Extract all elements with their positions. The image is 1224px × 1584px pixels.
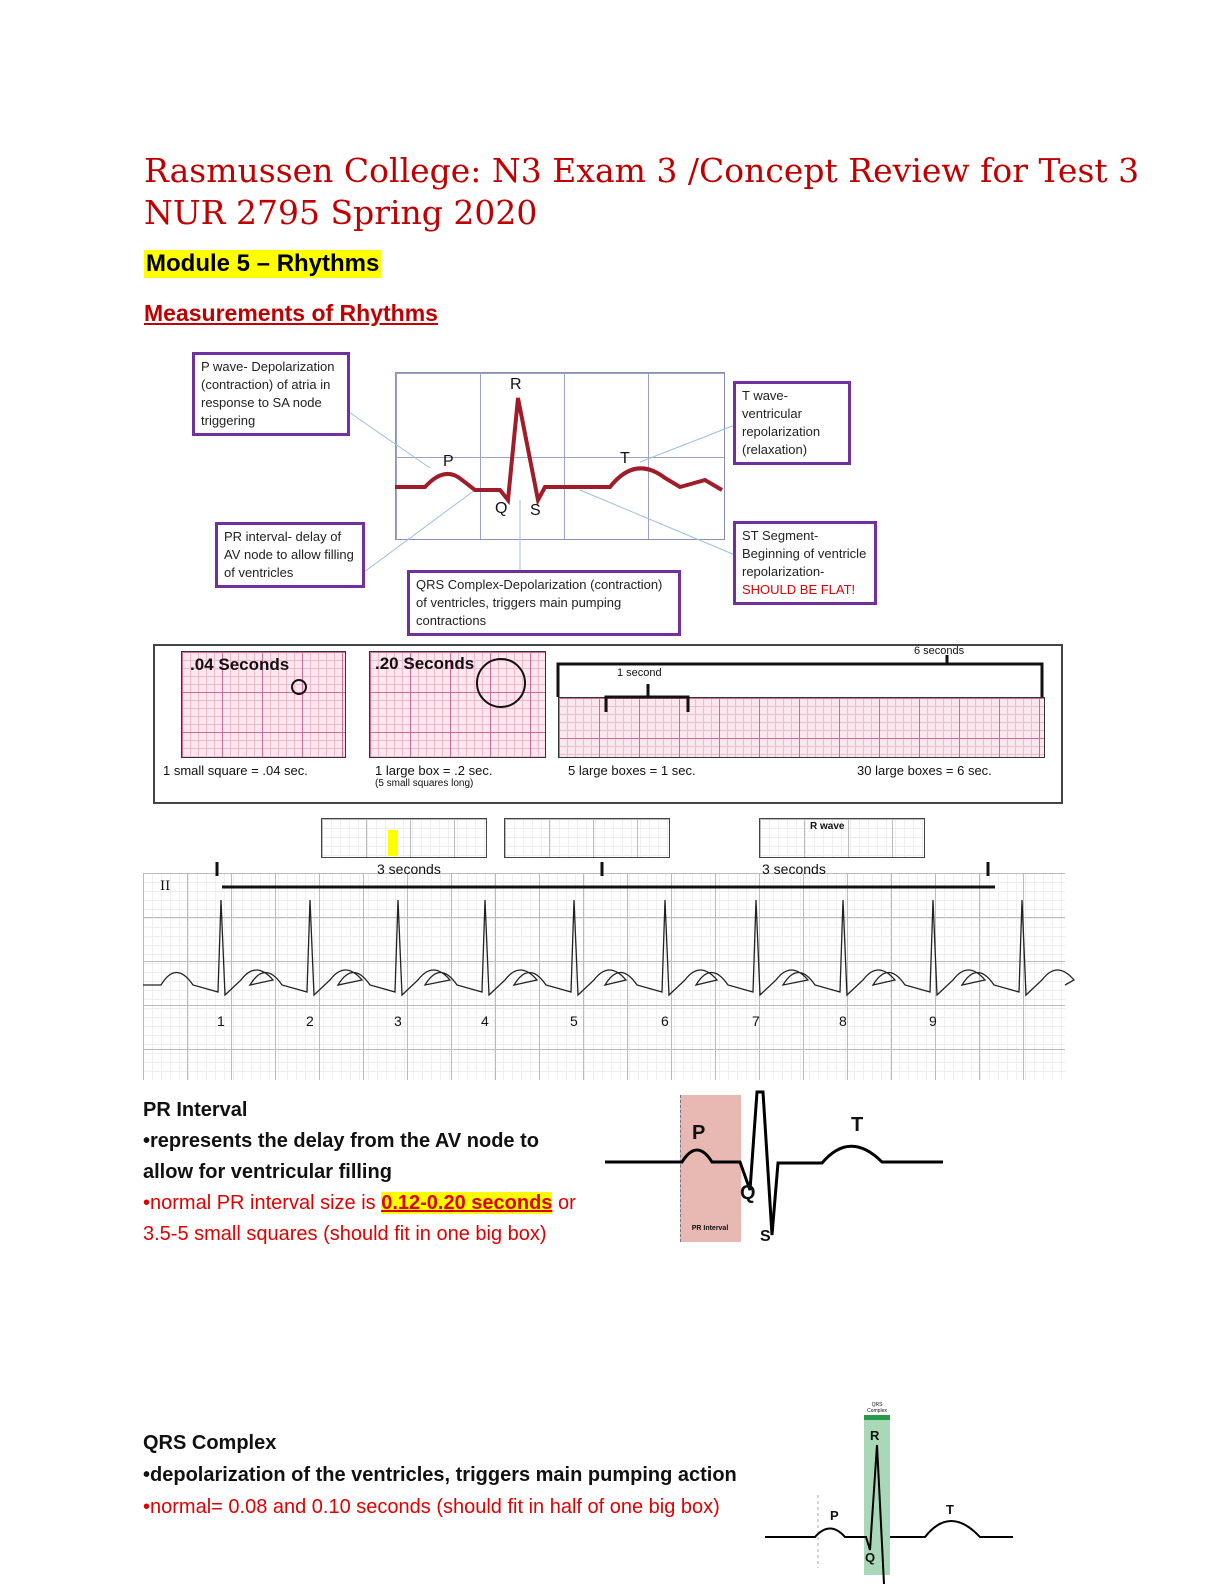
module-heading: Module 5 – Rhythms (144, 250, 382, 278)
q-label: Q (495, 500, 508, 517)
qrs-bullet-1-text: depolarization of the ventricles, trigge… (150, 1464, 737, 1486)
beat-number: 3 (394, 1013, 402, 1029)
p-wave-box: P wave- Depolarization (contraction) of … (192, 352, 350, 436)
pr-fig-s: S (760, 1228, 771, 1242)
beat-number: 7 (752, 1013, 760, 1029)
strip-inset-2 (504, 818, 670, 858)
beat-number: 6 (661, 1013, 669, 1029)
pr-fig-p: P (692, 1122, 706, 1144)
beat-number: 8 (839, 1013, 847, 1029)
st-warning: SHOULD BE FLAT! (742, 582, 856, 597)
qrs-fig-t: T (946, 1502, 954, 1517)
pr-interval-fig-label: PR Interval (691, 1225, 729, 1232)
pr-bullet-2-pre: normal PR interval size is (150, 1192, 382, 1214)
six-seconds-label: 6 seconds (914, 645, 965, 657)
pr-interval-box: PR interval- delay of AV node to allow f… (215, 522, 365, 588)
pr-fig-t: T (851, 1114, 864, 1136)
t-label: T (620, 450, 630, 467)
panel-6sec (558, 697, 1045, 758)
pr-bullet-1-text: represents the delay from the AV node to… (143, 1130, 539, 1183)
caption-3: 5 large boxes = 1 sec. (568, 763, 696, 778)
qrs-fig-p: P (830, 1508, 839, 1523)
pr-heading: PR Interval (143, 1099, 248, 1121)
qrs-fig-r: R (870, 1428, 880, 1443)
caption-4: 30 large boxes = 6 sec. (857, 763, 992, 778)
pr-bullet-2-post: or (552, 1192, 576, 1214)
qrs-bullet-1: •depolarization of the ventricles, trigg… (143, 1464, 737, 1486)
s-label: S (530, 502, 541, 519)
one-second-label: 1 second (617, 667, 662, 679)
beat-number: 1 (217, 1013, 225, 1029)
r-wave-label: R wave (810, 821, 845, 832)
pr-fig-q: Q (740, 1182, 756, 1204)
strip-inset-3 (759, 818, 925, 858)
three-seconds-b: 3 seconds (762, 861, 826, 877)
qrs-bullet-2: •normal= 0.08 and 0.10 seconds (should f… (143, 1496, 720, 1518)
measurement-figure (153, 644, 1063, 804)
p-label: P (443, 453, 454, 470)
beat-number: 9 (929, 1013, 937, 1029)
pr-bullet-2-line2: 3.5-5 small squares (should fit in one b… (143, 1223, 547, 1245)
qrs-section: QRS Complex •depolarization of the ventr… (143, 1427, 763, 1523)
panel1-title: .04 Seconds (190, 655, 290, 674)
st-text: ST Segment- Beginning of ventricle repol… (742, 528, 867, 579)
lead-label: II (160, 879, 171, 894)
highlight-mark (388, 830, 398, 856)
pr-normal-range: 0.12-0.20 seconds (381, 1192, 553, 1214)
caption-2-sub: (5 small squares long) (375, 778, 474, 789)
pr-section: PR Interval •represents the delay from t… (143, 1095, 583, 1250)
section-heading: Measurements of Rhythms (144, 300, 438, 326)
panel-04 (181, 651, 346, 758)
qrs-heading: QRS Complex (143, 1432, 277, 1454)
qrs-fig-label: QRS Complex (867, 1402, 887, 1414)
pr-bullet-2: •normal PR interval size is 0.12-0.20 se… (143, 1192, 576, 1214)
caption-1: 1 small square = .04 sec. (163, 763, 308, 778)
caption-2: 1 large box = .2 sec. (375, 763, 493, 778)
three-seconds-a: 3 seconds (377, 861, 441, 877)
st-segment-box: ST Segment- Beginning of ventricle repol… (733, 521, 877, 605)
r-label: R (510, 376, 522, 393)
panel2-title: .20 Seconds (375, 654, 475, 673)
strip-inset-1 (321, 818, 487, 858)
rhythm-strip (143, 873, 1065, 1080)
beat-number: 4 (481, 1013, 489, 1029)
pr-interval-shade (680, 1095, 741, 1242)
qrs-fig-q: Q (865, 1550, 876, 1565)
beat-number: 5 (570, 1013, 578, 1029)
qrs-box: QRS Complex-Depolarization (contraction)… (407, 570, 681, 636)
qrs-bullet-2-text: normal= 0.08 and 0.10 seconds (should fi… (150, 1496, 720, 1518)
page-title: Rasmussen College: N3 Exam 3 /Concept Re… (144, 151, 1140, 232)
beat-number: 2 (306, 1013, 314, 1029)
pr-bullet-1: •represents the delay from the AV node t… (143, 1130, 539, 1183)
t-wave-box: T wave- ventricular repolarization (rela… (733, 381, 851, 465)
